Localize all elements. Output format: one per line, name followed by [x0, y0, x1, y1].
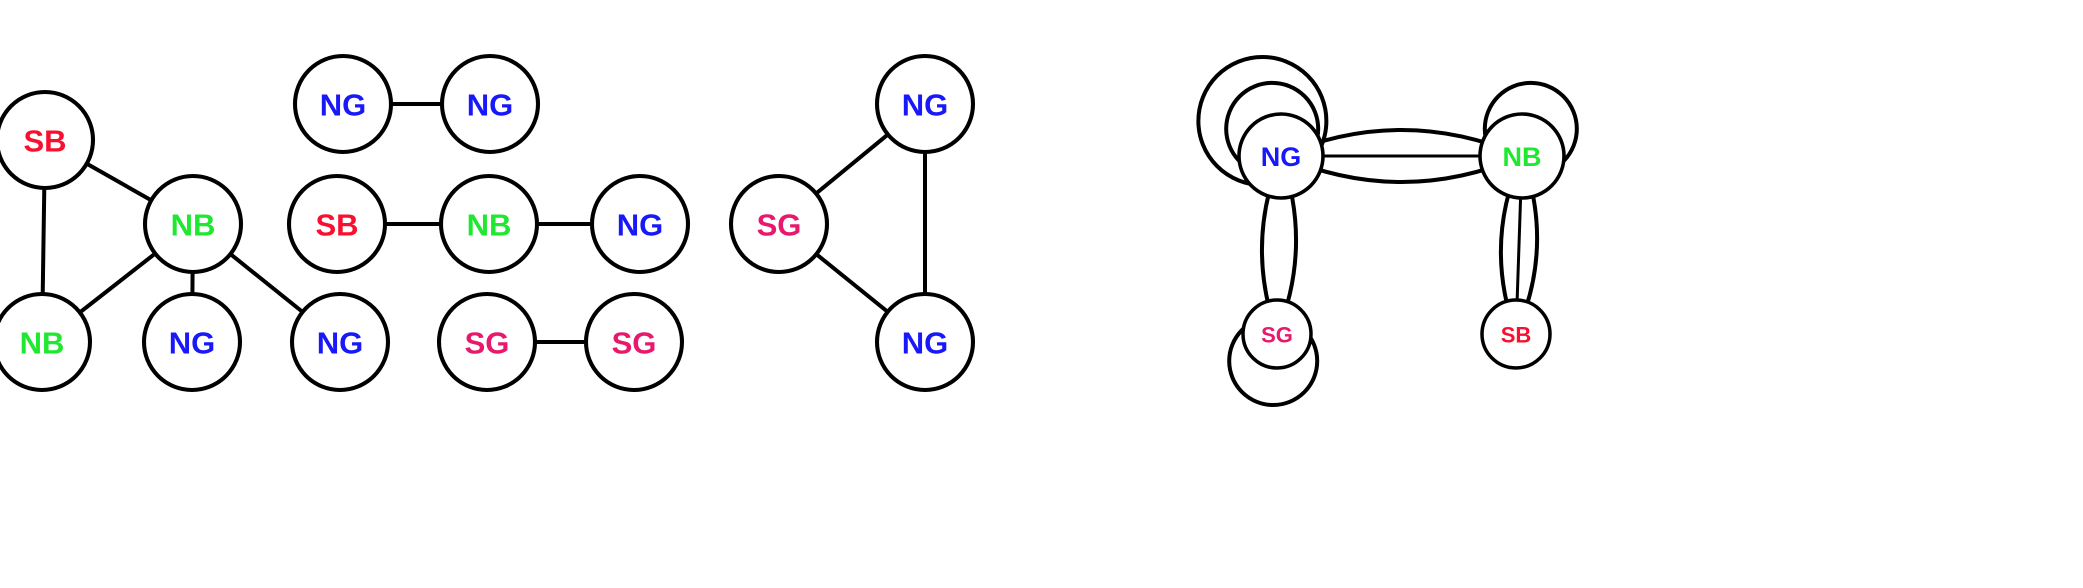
node-circle[interactable] — [1237, 112, 1325, 200]
graph-node[interactable]: SG — [1241, 298, 1313, 370]
node-circle[interactable] — [1478, 112, 1566, 200]
node-circle[interactable] — [874, 53, 976, 155]
graph-node[interactable]: SB — [286, 173, 388, 275]
nodes-layer: SB NB NB NG NG NG NG SB NB NG SG SG NG SG NG NG NB SG SB — [0, 53, 1566, 393]
graph-node[interactable]: NG — [874, 53, 976, 155]
graph-nodes-graph-3: NG SG NG — [728, 53, 976, 393]
graph-node[interactable]: NB — [1478, 112, 1566, 200]
node-circle[interactable] — [436, 291, 538, 393]
graph-node[interactable]: SG — [583, 291, 685, 393]
node-circle[interactable] — [874, 291, 976, 393]
graph-node[interactable]: NB — [438, 173, 540, 275]
node-circle[interactable] — [142, 173, 244, 275]
graph-node[interactable]: NB — [0, 291, 93, 393]
node-circle[interactable] — [583, 291, 685, 393]
node-circle[interactable] — [292, 53, 394, 155]
node-circle[interactable] — [589, 173, 691, 275]
node-circle[interactable] — [1241, 298, 1313, 370]
graph-node[interactable]: NG — [589, 173, 691, 275]
graph-node[interactable]: NG — [1237, 112, 1325, 200]
graph-node[interactable]: NG — [874, 291, 976, 393]
graph-node[interactable]: SB — [1480, 298, 1552, 370]
node-circle[interactable] — [1480, 298, 1552, 370]
graph-node[interactable]: NG — [439, 53, 541, 155]
graph-node[interactable]: NG — [289, 291, 391, 393]
graph-node[interactable]: SB — [0, 89, 96, 191]
node-circle[interactable] — [289, 291, 391, 393]
node-circle[interactable] — [439, 53, 541, 155]
node-circle[interactable] — [0, 291, 93, 393]
node-circle[interactable] — [438, 173, 540, 275]
graph-node[interactable]: SG — [728, 173, 830, 275]
graph-node[interactable]: NG — [141, 291, 243, 393]
graph-node[interactable]: SG — [436, 291, 538, 393]
graph-node[interactable]: NB — [142, 173, 244, 275]
graph-node[interactable]: NG — [292, 53, 394, 155]
node-circle[interactable] — [286, 173, 388, 275]
node-circle[interactable] — [141, 291, 243, 393]
node-circle[interactable] — [728, 173, 830, 275]
node-circle[interactable] — [0, 89, 96, 191]
graph-nodes-graph-4: NG NB SG SB — [1237, 112, 1566, 370]
